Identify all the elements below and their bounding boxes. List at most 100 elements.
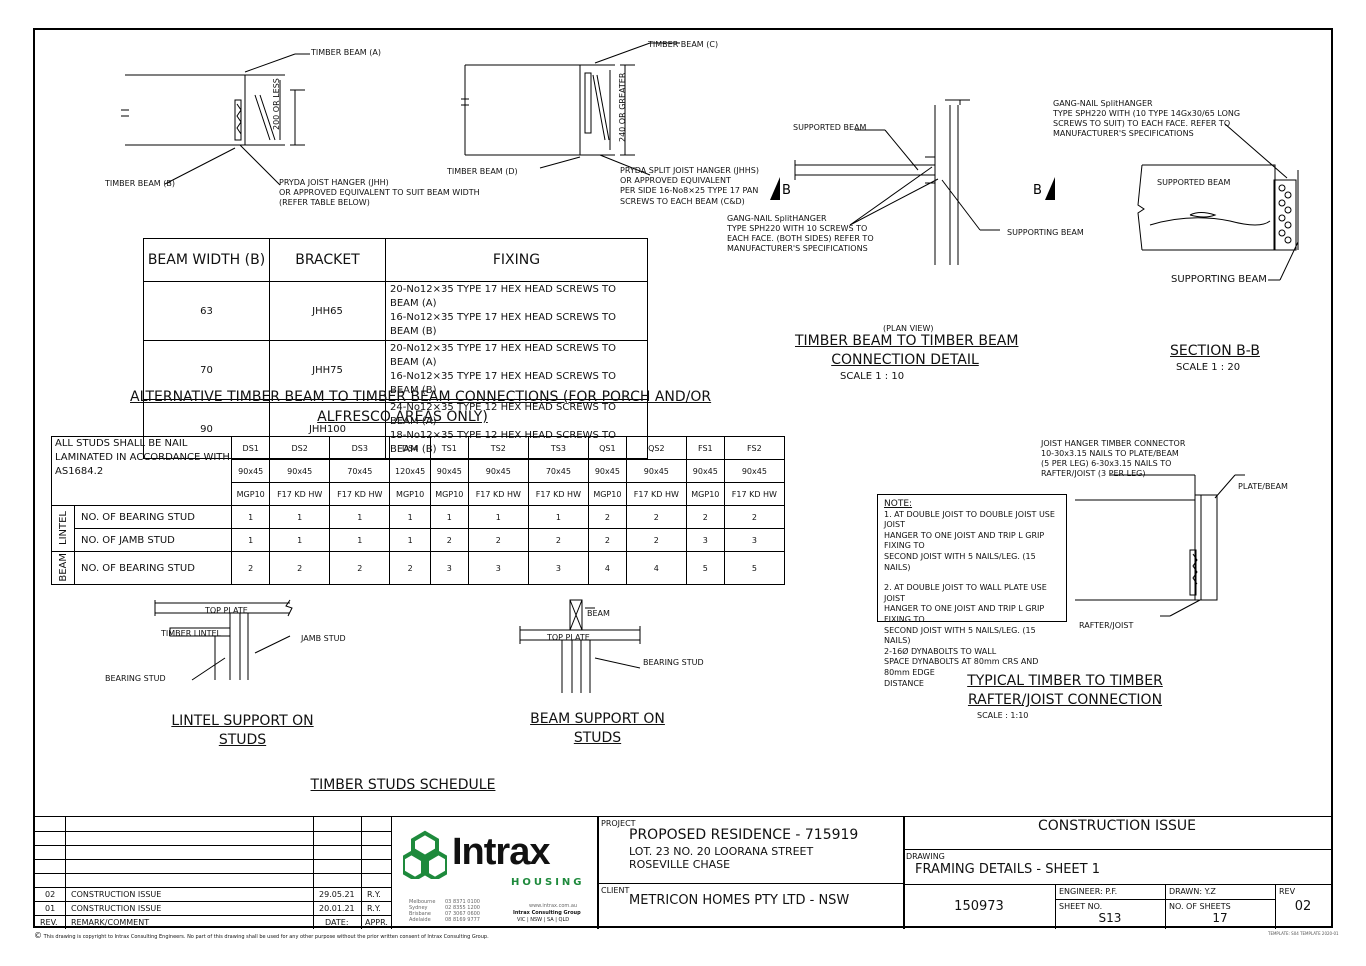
copyright-icon: © xyxy=(34,931,42,940)
table-row: LINTEL NO. OF BEARING STUD 1 1 1 1 1 1 1… xyxy=(51,505,786,552)
offices-list: Melbourne Sydney Brisbane Adelaide xyxy=(409,899,435,923)
lintel-support-title-2: STUDS xyxy=(218,732,267,748)
rev-header: REV. xyxy=(40,918,58,927)
timber-lintel-label: TIMBER LINTEL xyxy=(161,629,221,638)
bearing-stud-lintel-label: NO. OF BEARING STUD xyxy=(73,505,233,529)
stud-count: 1 xyxy=(389,505,431,529)
bracket-cell: JHH75 xyxy=(269,340,386,400)
appr-cell: R.Y. xyxy=(367,904,381,913)
alt-connections-title-2: ALFRESCO AREAS ONLY) xyxy=(317,409,488,425)
note-line: SECOND JOIST WITH 5 NAILS/LEG. (15 NAILS… xyxy=(884,551,1036,572)
no-sheets: 17 xyxy=(1212,911,1228,925)
lintel-support-title-1: LINTEL SUPPORT ON xyxy=(171,713,314,729)
stud-code: TS3 xyxy=(527,436,589,460)
lintel-support-drawing xyxy=(154,599,293,681)
drawing-label: DRAWING xyxy=(906,852,945,861)
pryda-jhh-note-3: (REFER TABLE BELOW) xyxy=(279,198,370,207)
timber-beam-connection-title-2: CONNECTION DETAIL xyxy=(831,352,979,368)
gang2-note-4: MANUFACTURER'S SPECIFICATIONS xyxy=(1053,129,1194,138)
stud-count: 3 xyxy=(527,551,589,585)
stud-count: 4 xyxy=(587,551,627,585)
studs-note: ALL STUDS SHALL BE NAIL LAMINATED IN ACC… xyxy=(50,436,233,506)
stud-size: 70x45 xyxy=(329,459,391,483)
copyright-text: This drawing is copyright to Intrax Cons… xyxy=(43,934,489,940)
bearing-stud-label: BEARING STUD xyxy=(105,674,166,683)
gang2-note-1: GANG-NAIL SplitHANGER xyxy=(1053,99,1153,108)
pryda-jhh-note-2: OR APPROVED EQUIVALENT TO SUIT BEAM WIDT… xyxy=(279,188,480,197)
stud-grade: F17 KD HW xyxy=(467,482,529,506)
jhhs-note-3: PER SIDE 16-No8×25 TYPE 17 PAN xyxy=(620,186,759,195)
stud-count: 1 xyxy=(389,528,431,552)
note-line: DISTANCE xyxy=(884,678,924,688)
alt-connections-title-1: ALTERNATIVE TIMBER BEAM TO TIMBER BEAM C… xyxy=(130,389,712,405)
logo-name: Intrax xyxy=(452,831,550,873)
section-bb-title: SECTION B-B xyxy=(1170,343,1260,359)
top-plate-2-label: TOP PLATE xyxy=(547,633,590,642)
stud-count: 4 xyxy=(625,551,687,585)
stud-code: TS2 xyxy=(467,436,529,460)
phone: 07 3067 0600 xyxy=(445,911,480,917)
plan-view-drawing: B B xyxy=(770,99,1055,265)
date-cell: 29.05.21 xyxy=(319,890,355,899)
stud-count: 2 xyxy=(587,528,627,552)
beam-d-label: TIMBER BEAM (D) xyxy=(447,167,518,176)
project-name: PROPOSED RESIDENCE - 715919 xyxy=(629,827,859,843)
stud-count: 3 xyxy=(467,551,529,585)
date-cell: 20.01.21 xyxy=(319,904,355,913)
project-address-1: LOT. 23 NO. 20 LOORANA STREET xyxy=(629,845,814,858)
table-row: NO. OF JAMB STUD 1 1 1 1 2 2 2 2 2 3 3 xyxy=(52,528,786,552)
stud-grade: MGP10 xyxy=(231,482,271,506)
phone: 08 8169 9777 xyxy=(445,917,480,923)
stud-code: FS1 xyxy=(685,436,725,460)
beam-width-header: BEAM WIDTH (B) xyxy=(143,238,270,282)
rev-cell: 01 xyxy=(45,904,56,913)
jhhs-detail-drawing xyxy=(461,42,680,176)
remark-cell: CONSTRUCTION ISSUE xyxy=(71,904,162,913)
client-label: CLIENT xyxy=(601,886,630,895)
engineer: ENGINEER: P.F. xyxy=(1059,887,1118,896)
supported-beam-2-label: SUPPORTED BEAM xyxy=(1157,178,1231,187)
stud-code: FS2 xyxy=(723,436,786,460)
joist-hanger-note-2: 10-30x3.15 NAILS TO PLATE/BEAM xyxy=(1041,449,1179,458)
project-address-2: ROSEVILLE CHASE xyxy=(629,858,731,871)
rev-label: REV xyxy=(1279,887,1296,896)
beam-width-cell: 63 xyxy=(143,281,270,341)
copyright-notice: © This drawing is copyright to Intrax Co… xyxy=(34,931,489,940)
phone: 02 8355 1200 xyxy=(445,905,480,911)
jhh-detail-drawing xyxy=(121,53,310,186)
rev-cell: 02 xyxy=(45,890,56,899)
stud-size: 90x45 xyxy=(231,459,271,483)
project-label: PROJECT xyxy=(601,819,636,828)
timber-studs-table: ALL STUDS SHALL BE NAIL LAMINATED IN ACC… xyxy=(50,436,786,585)
bracket-header: BRACKET xyxy=(269,238,386,282)
drawing-sheet: TIMBER BEAM (A) TIMBER BEAM (B) PRYDA JO… xyxy=(33,28,1333,929)
top-plate-label: TOP PLATE xyxy=(205,606,248,615)
stud-grade: F17 KD HW xyxy=(723,482,786,506)
stud-count: 1 xyxy=(527,505,589,529)
table-row: 90x45 90x45 70x45 120x45 90x45 90x45 70x… xyxy=(52,459,786,483)
stud-size: 90x45 xyxy=(269,459,331,483)
appr-cell: R.Y. xyxy=(367,890,381,899)
lintel-label: LINTEL xyxy=(57,510,69,545)
beam-support-title-1: BEAM SUPPORT ON xyxy=(530,711,665,727)
sheet-no: S13 xyxy=(1098,911,1122,925)
states: VIC | NSW | SA | QLD xyxy=(517,917,570,923)
client-name: METRICON HOMES PTY LTD - NSW xyxy=(629,893,850,908)
plan-view-label: (PLAN VIEW) xyxy=(883,324,934,333)
drawing-name: FRAMING DETAILS - SHEET 1 xyxy=(915,862,1100,877)
table-row: BEAM NO. OF BEARING STUD 2 2 2 2 3 3 3 4… xyxy=(51,551,786,585)
stud-count: 2 xyxy=(269,551,331,585)
stud-count: 3 xyxy=(429,551,469,585)
stud-count: 2 xyxy=(685,505,725,529)
fixing-line: 24-No12×35 TYPE 12 HEX HEAD SCREWS TO BE… xyxy=(390,402,617,427)
appr-header: APPR. xyxy=(365,918,388,927)
website[interactable]: www.intrax.com.au xyxy=(529,903,578,909)
stud-count: 2 xyxy=(587,505,627,529)
beam-support-drawing xyxy=(519,599,641,693)
stud-count: 1 xyxy=(231,505,271,529)
fixing-line: 16-No12×35 TYPE 17 HEX HEAD SCREWS TO BE… xyxy=(390,312,617,337)
stud-grade: F17 KD HW xyxy=(527,482,589,506)
gang2-note-3: SCREWS TO SUIT) TO EACH FACE. REFER TO xyxy=(1053,119,1231,128)
stud-size: 90x45 xyxy=(723,459,786,483)
stud-count: 2 xyxy=(723,505,786,529)
